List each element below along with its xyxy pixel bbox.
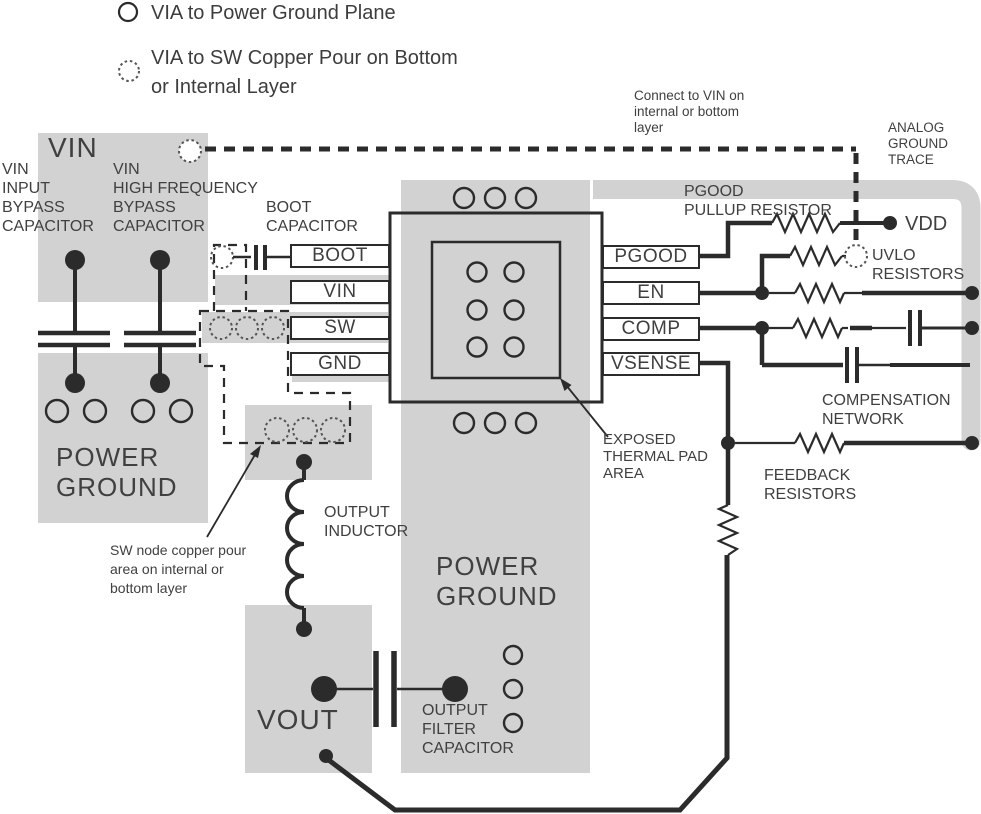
pin-gnd: GND — [290, 352, 390, 376]
legend-item-sw-via-line2: or Internal Layer — [151, 76, 297, 98]
vdd-label: VDD — [905, 213, 948, 235]
vout-feedback-wire — [319, 443, 740, 813]
connect-to-vin-dashed-trace — [205, 146, 859, 245]
pin-vin: VIN — [290, 280, 390, 304]
exposed-pad-arrow — [560, 378, 609, 438]
vin-top-via-icon — [178, 139, 202, 163]
compensation-network-circuit — [700, 310, 979, 383]
thermal-pad-outline — [430, 240, 562, 380]
power-ground-vias-left — [44, 398, 194, 424]
legend-sw-via-icon — [118, 60, 140, 82]
pin-sw: SW — [290, 316, 390, 340]
pin-en: EN — [602, 281, 700, 305]
output-filter-capacitor-symbol — [311, 651, 468, 727]
sw-pour-dashed-outline — [198, 243, 352, 445]
pin-vsense: VSENSE — [602, 352, 700, 376]
sw-node-arrow — [206, 445, 261, 538]
ic-outline — [388, 211, 604, 404]
sw-row-vias — [209, 316, 285, 340]
legend-item-power-ground-via: VIA to Power Ground Plane — [151, 2, 396, 24]
boot-capacitor-symbol — [210, 245, 290, 270]
legend-item-sw-via-line1: VIA to SW Copper Pour on Bottom — [151, 47, 458, 69]
vin-copper-area — [38, 133, 208, 302]
pin-comp: COMP — [602, 317, 700, 341]
vout-area-title: VOUT — [257, 704, 339, 735]
thermal-pad-vias — [466, 261, 525, 358]
feedback-resistor-circuit — [700, 360, 979, 455]
vin-hf-bypass-capacitor — [124, 250, 196, 393]
center-ground-vias — [452, 186, 538, 734]
vin-input-bypass-capacitor — [38, 250, 110, 393]
pgood-pullup-circuit — [700, 211, 897, 259]
pin-boot: BOOT — [290, 244, 390, 268]
vin-area-title: VIN — [48, 132, 98, 163]
uvlo-resistor-circuit — [700, 244, 979, 305]
legend-power-ground-via-icon — [117, 1, 139, 23]
sw-pour-vias — [264, 417, 346, 443]
output-inductor-symbol — [285, 454, 312, 637]
pin-pgood: PGOOD — [602, 245, 700, 269]
